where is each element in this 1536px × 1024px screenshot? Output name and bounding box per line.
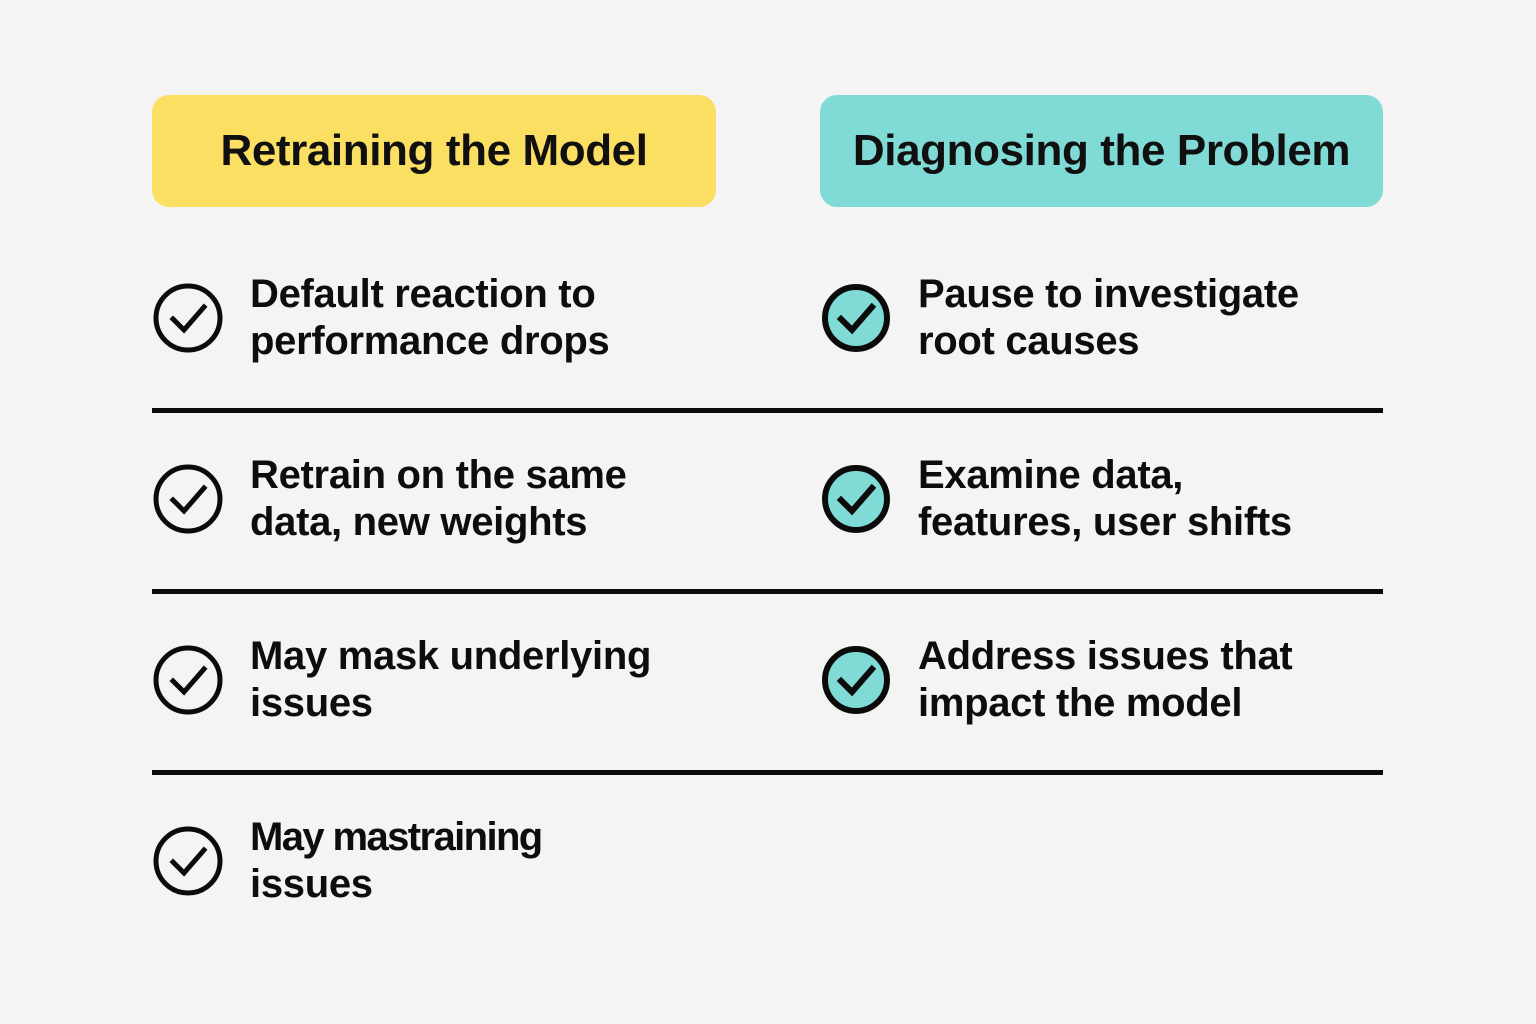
item-label: May mask underlying issues	[250, 633, 651, 727]
item-label-line1: May mastraining	[250, 815, 543, 860]
item-label: Pause to investigate root causes	[918, 271, 1299, 365]
table-row: Retrain on the same data, new weights Ex…	[152, 408, 1383, 589]
check-circle-icon	[152, 644, 224, 716]
table-row: May mask underlying issues Address issue…	[152, 589, 1383, 770]
item-label-line2: data, new weights	[250, 500, 588, 544]
item-label-line2: issues	[250, 681, 373, 725]
column-header-diagnosing: Diagnosing the Problem	[820, 95, 1383, 207]
item-label-line2: features, user shifts	[918, 500, 1292, 544]
item-label-line1: Pause to investigate	[918, 272, 1299, 317]
cell-retraining-3: May mask underlying issues	[152, 594, 716, 770]
cell-retraining-2: Retrain on the same data, new weights	[152, 413, 716, 589]
check-circle-icon	[152, 282, 224, 354]
item-label-line2: impact the model	[918, 681, 1243, 725]
item-label-line1: Examine data,	[918, 453, 1184, 498]
check-circle-icon	[820, 463, 892, 535]
item-label-line1: May mask underlying	[250, 634, 652, 679]
item-label: Address issues that impact the model	[918, 633, 1293, 727]
cell-diagnosing-2: Examine data, features, user shifts	[820, 413, 1383, 589]
item-label: Examine data, features, user shifts	[918, 452, 1292, 546]
column-header-title: Diagnosing the Problem	[852, 126, 1351, 175]
column-headers: Retraining the Model Diagnosing the Prob…	[152, 95, 1383, 207]
item-label-line2: issues	[250, 862, 373, 906]
item-label: Retrain on the same data, new weights	[250, 452, 627, 546]
item-label-line1: Address issues that	[918, 634, 1293, 679]
check-circle-icon	[152, 463, 224, 535]
item-label: May mastraining issues	[250, 814, 543, 908]
item-label-line2: performance drops	[250, 319, 610, 363]
comparison-rows: Default reaction to performance drops Pa…	[152, 232, 1383, 951]
column-header-retraining: Retraining the Model	[152, 95, 716, 207]
item-label-line1: Retrain on the same	[250, 453, 627, 498]
item-label: Default reaction to performance drops	[250, 271, 610, 365]
item-label-line2: root causes	[918, 319, 1140, 363]
cell-diagnosing-3: Address issues that impact the model	[820, 594, 1383, 770]
check-circle-icon	[152, 825, 224, 897]
table-row: Default reaction to performance drops Pa…	[152, 232, 1383, 408]
cell-diagnosing-1: Pause to investigate root causes	[820, 232, 1383, 408]
check-circle-icon	[820, 282, 892, 354]
item-label-line1: Default reaction to	[250, 272, 596, 317]
cell-retraining-1: Default reaction to performance drops	[152, 232, 716, 408]
cell-retraining-4: May mastraining issues	[152, 775, 716, 951]
table-row: May mastraining issues	[152, 770, 1383, 951]
check-circle-icon	[820, 644, 892, 716]
column-header-title: Retraining the Model	[220, 126, 648, 175]
cell-diagnosing-4	[820, 775, 1383, 951]
